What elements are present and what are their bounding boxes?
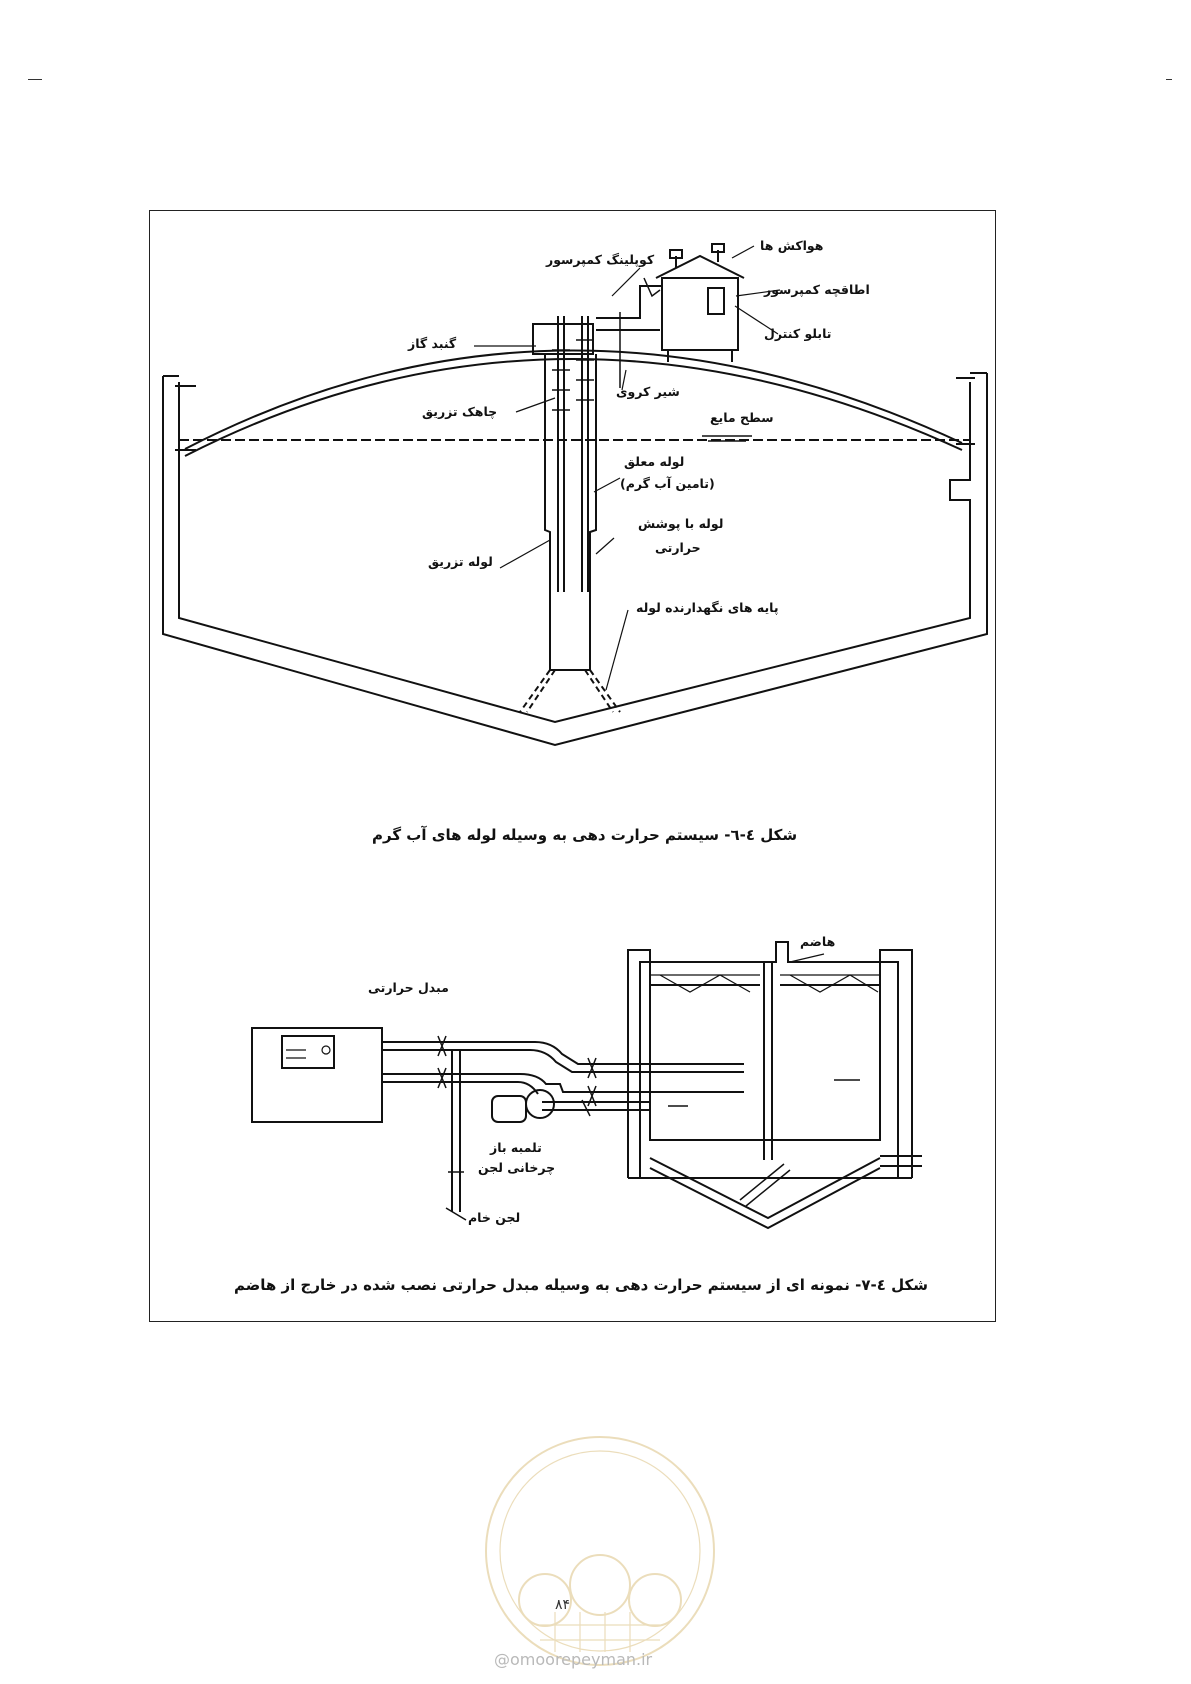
figure-2-caption: شکل ٤-٧- نمونه ای از سیستم حرارت دهی به … xyxy=(234,1276,929,1294)
label-raw-sludge: لجن خام xyxy=(468,1210,521,1225)
heat-exchanger-diagram xyxy=(251,941,922,1230)
label-suspended-pipe-1: لوله معلق xyxy=(624,454,685,469)
label-suspended-pipe-2: (تامین آب گرم) xyxy=(620,476,715,491)
corner-mark-right xyxy=(1166,79,1172,80)
watermark-seal xyxy=(485,1436,715,1666)
label-heat-exchanger: مبدل حرارتی xyxy=(368,980,449,995)
label-insulated-pipe-2: حرارتی xyxy=(655,540,701,555)
digester-tank-diagram xyxy=(162,243,988,747)
label-compressor-room: اطاقچه کمپرسور xyxy=(764,282,870,297)
website-text: omoorepeyman.ir xyxy=(510,1650,653,1669)
label-pipe-supports: پایه های نگهدارنده لوله xyxy=(636,600,779,615)
website-watermark: @omoorepeyman.ir xyxy=(494,1650,652,1669)
watermark-logo xyxy=(484,1435,716,1667)
label-exhaust-fans: هواکش ها xyxy=(760,238,824,253)
label-liquid-level: سطح مایع xyxy=(710,410,774,425)
label-injection-pipe: لوله تزریق xyxy=(428,554,493,569)
label-compressor-coupling: کوپلینگ کمپرسور xyxy=(546,252,655,267)
label-insulated-pipe-1: لوله با پوشش xyxy=(638,516,724,531)
figure-frame xyxy=(149,210,996,1322)
corner-mark-left xyxy=(28,79,42,80)
at-icon: @ xyxy=(494,1650,510,1669)
figure-1-caption: شکل ٤-٦- سیستم حرارت دهی به وسیله لوله ه… xyxy=(372,826,798,844)
page-number: ۸۴ xyxy=(555,1597,571,1613)
label-ball-valve: شیر کروی xyxy=(616,384,680,399)
label-digester: هاضم xyxy=(800,934,836,949)
label-injection-well: چاهک تزریق xyxy=(422,404,498,419)
label-pump-2: چرخانی لجن xyxy=(478,1160,556,1175)
label-control-panel: تابلو کنترل xyxy=(764,326,832,341)
label-gas-dome: گنبد گاز xyxy=(408,336,457,351)
label-pump-1: تلمبه باز xyxy=(490,1140,542,1155)
